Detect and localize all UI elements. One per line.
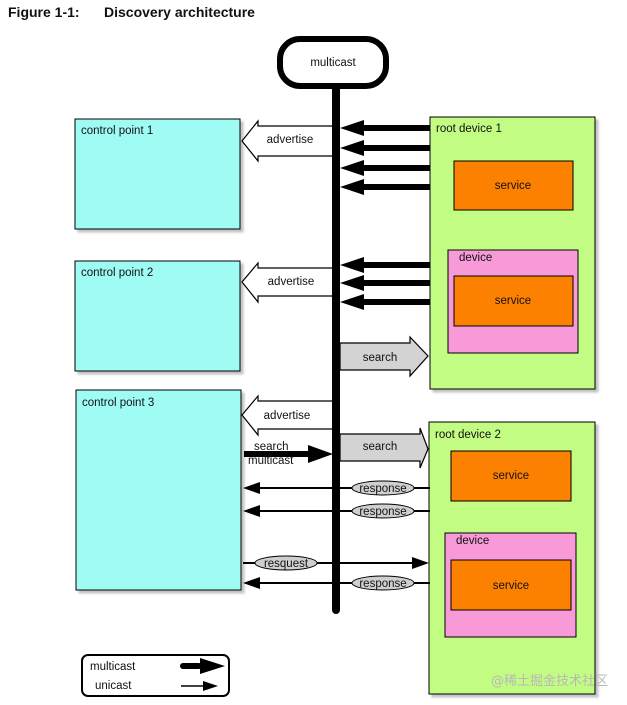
response-label-3: response [359,578,406,590]
response-arrow-1: response [243,480,430,496]
search-arrow-2: search [339,427,429,469]
legend-unicast-label: unicast [95,680,132,692]
advertise-arrow-3-shape [241,394,333,437]
root-device-2-embedded-device-label: device [456,535,489,547]
response-arrow-3: response [243,575,430,591]
multicast-arrow [340,179,430,195]
control-point-3-box [75,389,242,591]
root-device-1-label: root device 1 [436,123,502,135]
root-device-1-embedded-device-label: device [459,252,492,264]
multicast-bus-head [277,36,389,89]
root-device-2-service-label: service [493,470,529,482]
control-point-3: control point 3 [75,389,242,591]
search-multicast-arrow: search multicast [244,441,333,467]
figure-title: Figure 1-1: Discovery architecture [8,4,255,20]
legend-multicast-arrow-shaft [180,663,202,669]
multicast-arrow [340,120,430,136]
watermark: @稀土掘金技术社区 [491,674,609,689]
legend: multicast unicast [81,654,230,697]
advertise-arrow-3-label: advertise [264,410,311,422]
multicast-arrow [340,275,430,291]
root-device-2-embedded-service [450,559,572,611]
legend-multicast-label: multicast [90,661,136,673]
search-multicast-label-1: search [254,441,289,453]
figure-caption: Discovery architecture [104,4,255,20]
response-label-1: response [359,483,406,495]
root-device-2-embedded-service-label: service [493,580,529,592]
search-arrow-2-label: search [363,441,398,453]
control-point-3-label: control point 3 [82,397,154,409]
control-point-2: control point 2 [74,260,241,372]
request-label: resquest [264,558,309,570]
root-device-1: root device 1 service device service [429,116,596,390]
advertise-arrow-2-shape [241,261,333,304]
advertise-arrow-3: advertise [241,394,333,437]
multicast-advertise-arrows-root-device-1 [340,120,430,310]
response-arrow-2: response [243,503,430,519]
root-device-1-service [453,160,574,211]
response-bubble-2 [351,503,415,519]
control-point-1-label: control point 1 [81,125,153,137]
search-arrow-2-shape [339,427,429,469]
multicast-bus: multicast [277,36,389,614]
multicast-arrow [340,160,430,176]
control-point-2-label: control point 2 [81,267,153,279]
legend-multicast-arrow-head [200,658,225,674]
advertise-arrow-2-label: advertise [268,276,315,288]
advertise-arrow-2: advertise [241,261,333,304]
root-device-1-service-label: service [495,180,531,192]
root-device-2-label: root device 2 [435,429,501,441]
multicast-arrow [340,294,430,310]
root-device-2-service [450,450,572,502]
multicast-arrow [340,257,430,273]
search-multicast-arrow-head [308,445,333,463]
root-device-1-embedded-service [453,275,574,327]
multicast-arrow [340,140,430,156]
figure-number: Figure 1-1: [8,4,80,20]
search-arrow-1-label: search [363,352,398,364]
multicast-bus-label: multicast [310,57,356,69]
request-arrow: resquest [243,555,429,571]
advertise-arrow-1-shape [241,119,333,163]
search-arrow-1-shape [339,335,429,378]
response-bubble-3 [351,575,415,591]
advertise-arrow-1: advertise [241,119,333,163]
advertise-arrow-1-label: advertise [267,134,314,146]
search-multicast-label-2: multicast [248,455,294,467]
response-label-2: response [359,506,406,518]
search-multicast-arrow-shaft [244,451,314,457]
request-bubble [254,555,318,571]
control-point-1-box [74,118,241,230]
response-bubble-1 [351,480,415,496]
root-device-1-embedded-service-label: service [495,295,531,307]
control-point-2-box [74,260,241,372]
control-point-1: control point 1 [74,118,241,230]
root-device-2: root device 2 service device service [428,421,596,695]
legend-unicast-arrow-head [203,681,218,691]
search-arrow-1: search [339,335,429,378]
